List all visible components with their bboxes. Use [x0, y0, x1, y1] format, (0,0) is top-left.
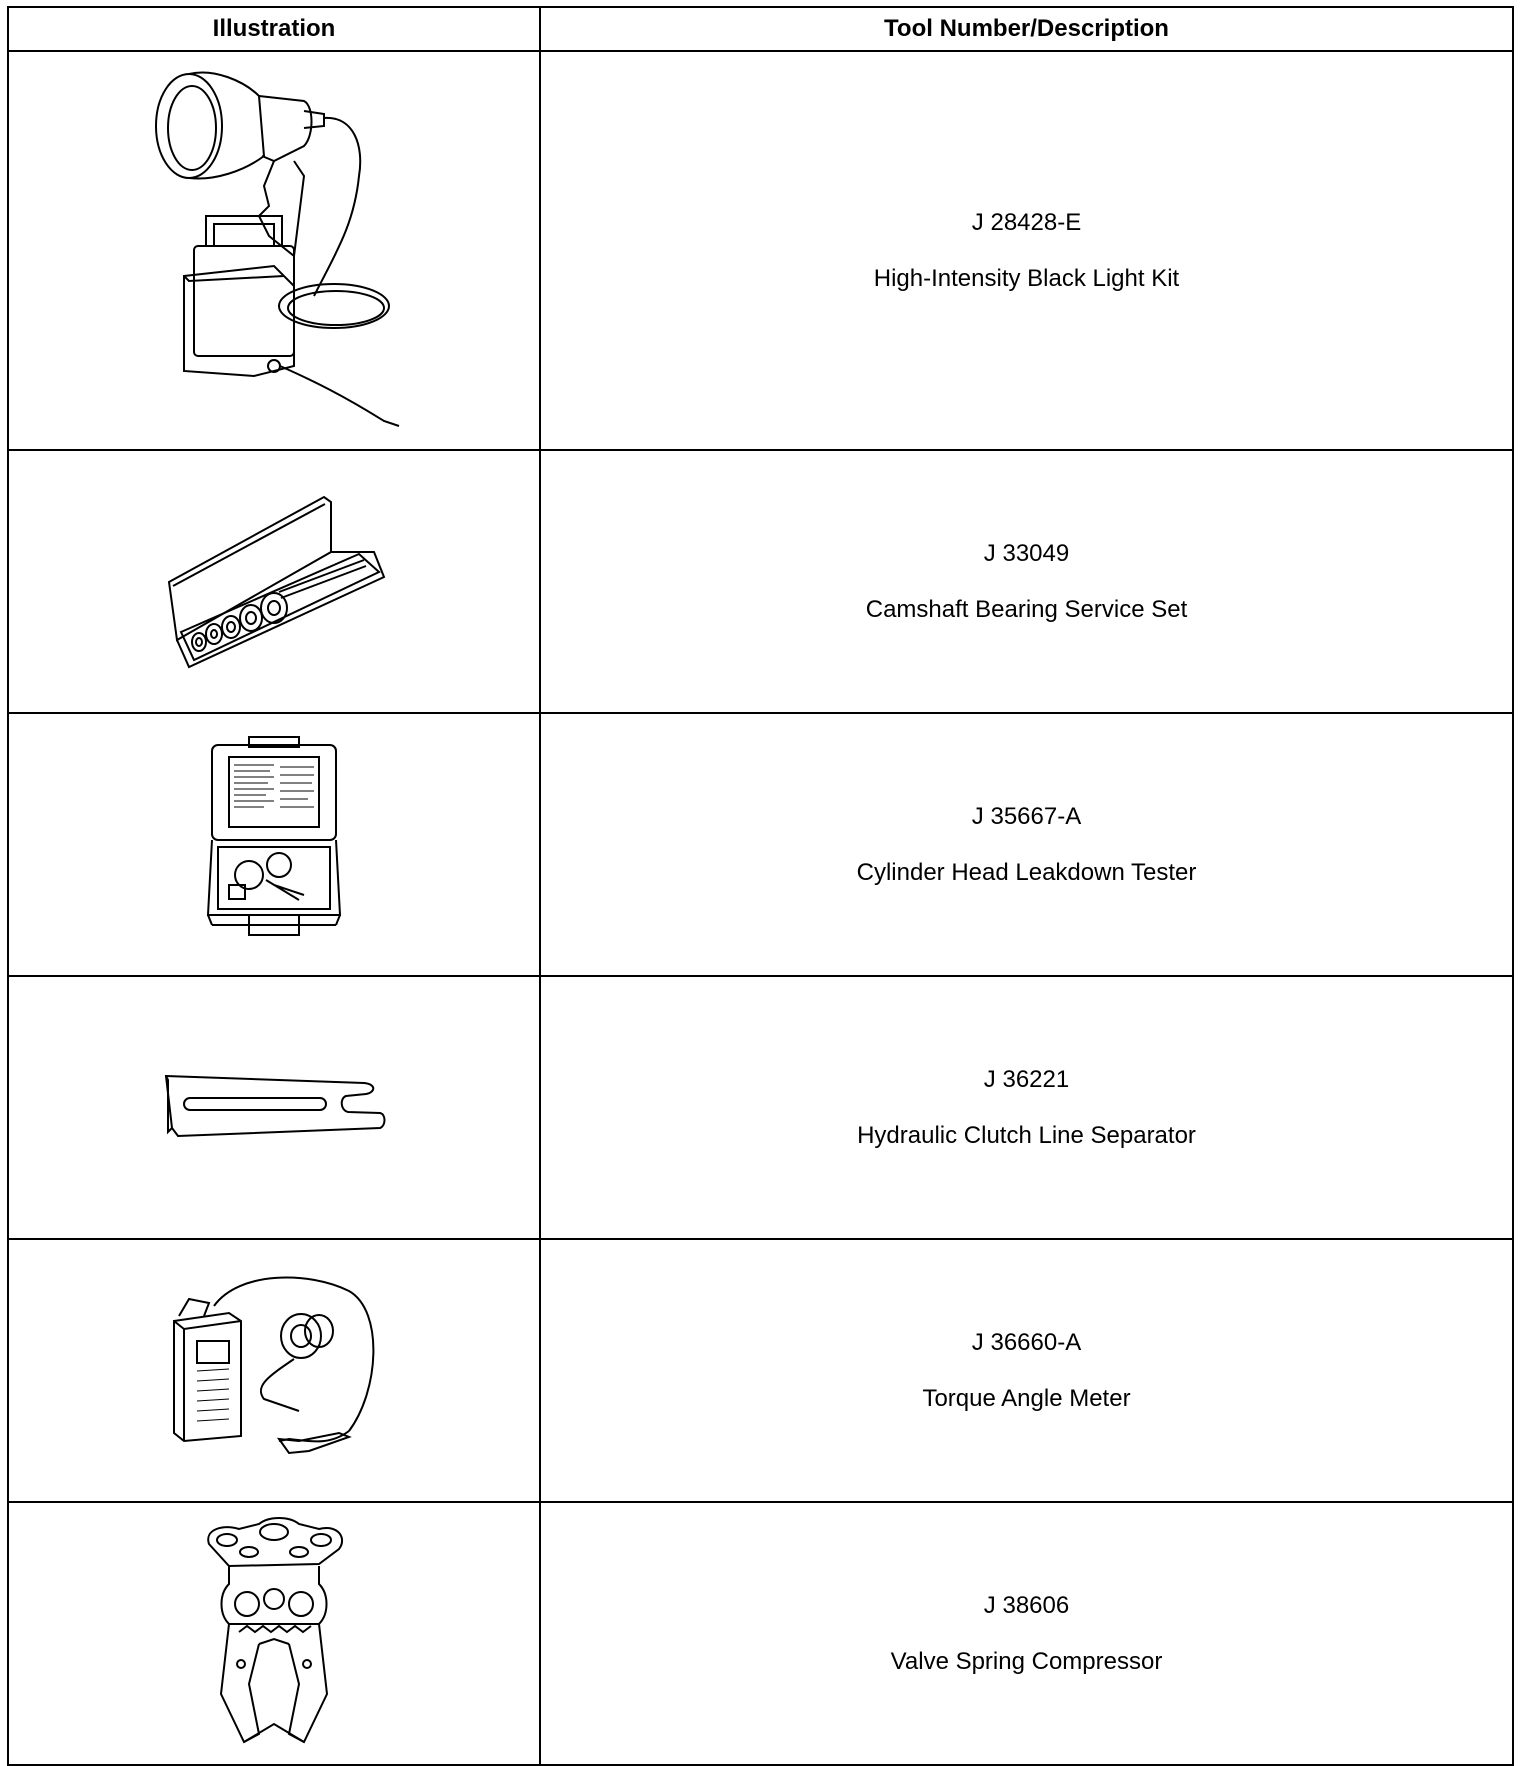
tool-description: Valve Spring Compressor: [890, 1647, 1163, 1675]
description-cell: J 38606 Valve Spring Compressor: [539, 1501, 1514, 1766]
table-row: J 35667-A Cylinder Head Leakdown Tester: [7, 712, 1514, 977]
tool-number: J 35667-A: [971, 802, 1082, 830]
valve-spring-compressor-illustration: [199, 1514, 349, 1754]
tool-description: Torque Angle Meter: [922, 1384, 1131, 1412]
special-tools-table: Illustration Tool Number/Description: [7, 6, 1514, 1766]
torque-angle-meter-illustration: [159, 1261, 389, 1481]
illustration-cell: [7, 1501, 541, 1766]
tool-number: J 36221: [983, 1065, 1070, 1093]
illustration-cell: [7, 975, 541, 1240]
header-row: Illustration Tool Number/Description: [7, 6, 1514, 52]
table-row: J 38606 Valve Spring Compressor: [7, 1501, 1514, 1766]
description-cell: J 33049 Camshaft Bearing Service Set: [539, 449, 1514, 714]
table-row: J 36221 Hydraulic Clutch Line Separator: [7, 975, 1514, 1240]
tool-description: Hydraulic Clutch Line Separator: [857, 1121, 1196, 1149]
camshaft-bearing-set-illustration: [159, 482, 389, 682]
tool-description: Cylinder Head Leakdown Tester: [856, 858, 1197, 886]
leakdown-tester-illustration: [204, 735, 344, 955]
tool-number: J 38606: [983, 1591, 1070, 1619]
illustration-cell: [7, 1238, 541, 1503]
description-cell: J 28428-E High-Intensity Black Light Kit: [539, 50, 1514, 451]
black-light-kit-illustration: [144, 66, 404, 436]
table-row: J 33049 Camshaft Bearing Service Set: [7, 449, 1514, 714]
table-row: J 36660-A Torque Angle Meter: [7, 1238, 1514, 1503]
tool-description: Camshaft Bearing Service Set: [865, 595, 1188, 623]
description-cell: J 36660-A Torque Angle Meter: [539, 1238, 1514, 1503]
tool-number: J 33049: [983, 539, 1070, 567]
tool-number: J 28428-E: [971, 208, 1082, 236]
illustration-cell: [7, 50, 541, 451]
tool-description: High-Intensity Black Light Kit: [873, 264, 1180, 292]
table-row: J 28428-E High-Intensity Black Light Kit: [7, 50, 1514, 451]
description-cell: J 35667-A Cylinder Head Leakdown Tester: [539, 712, 1514, 977]
header-tool-number-description: Tool Number/Description: [539, 6, 1514, 52]
description-cell: J 36221 Hydraulic Clutch Line Separator: [539, 975, 1514, 1240]
tool-number: J 36660-A: [971, 1328, 1082, 1356]
illustration-cell: [7, 449, 541, 714]
clutch-line-separator-illustration: [154, 1028, 394, 1188]
header-illustration: Illustration: [7, 6, 541, 52]
illustration-cell: [7, 712, 541, 977]
